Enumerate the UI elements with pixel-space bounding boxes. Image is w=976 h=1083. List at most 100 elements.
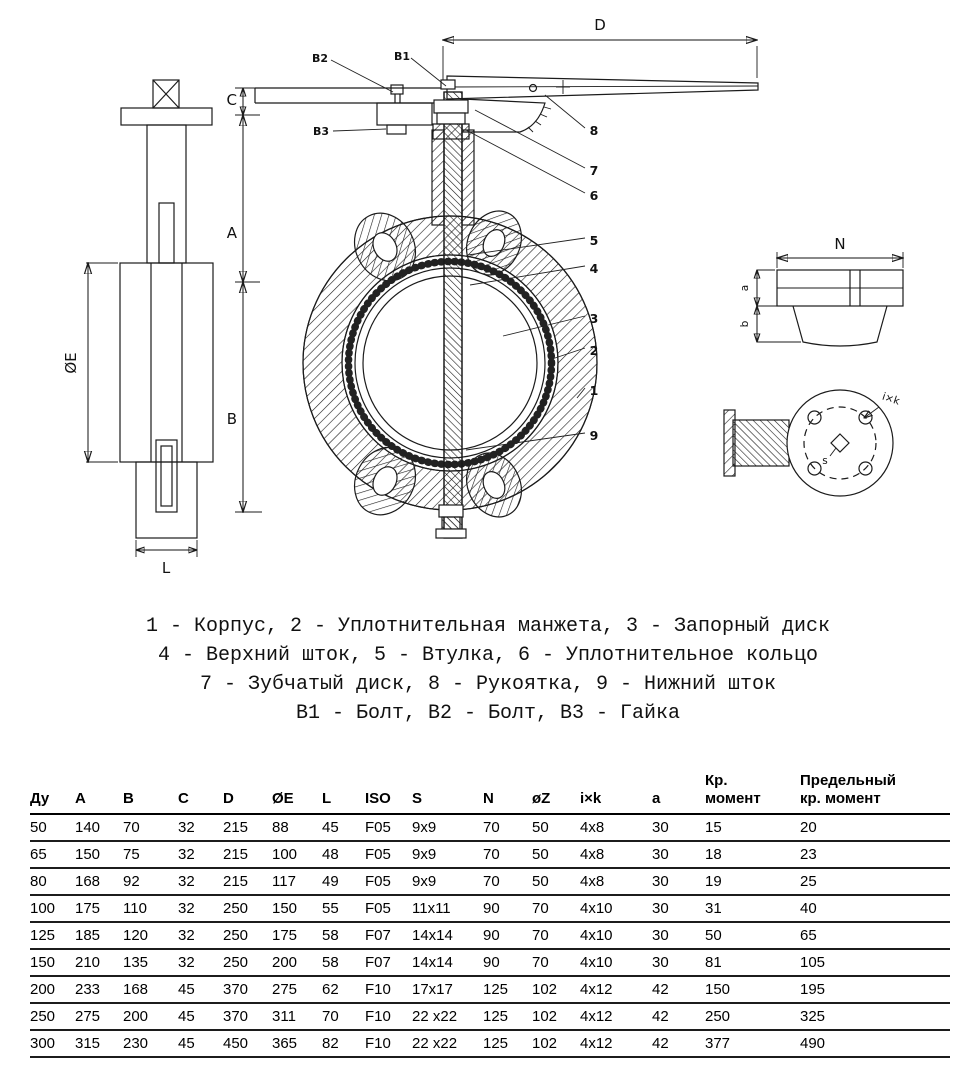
callout-4: 4 xyxy=(590,261,599,276)
table-cell: 30 xyxy=(652,867,705,896)
stem-and-disc xyxy=(432,91,470,539)
table-cell: 275 xyxy=(75,1002,123,1031)
small-flange xyxy=(376,102,433,126)
table-cell: 200 xyxy=(123,1002,178,1031)
table-cell: 58 xyxy=(322,921,365,950)
table-cell: 150 xyxy=(30,948,75,977)
dim-label-C: C xyxy=(227,91,237,109)
table-cell: 370 xyxy=(223,1002,272,1031)
parts-legend: 1 - Корпус, 2 - Уплотнительная манжета, … xyxy=(0,612,976,728)
table-cell: 22 x22 xyxy=(412,1029,483,1058)
table-cell: F07 xyxy=(365,921,412,950)
table-cell: 75 xyxy=(123,840,178,869)
table-cell: 365 xyxy=(272,1029,322,1058)
valve-body-side xyxy=(119,262,214,463)
table-cell: 42 xyxy=(652,1002,705,1031)
table-cell: 4x8 xyxy=(580,867,652,896)
table-cell: 168 xyxy=(75,867,123,896)
legend-line-4: В1 - Болт, В2 - Болт, В3 - Гайка xyxy=(295,702,681,725)
table-cell: 175 xyxy=(272,921,322,950)
table-cell: 150 xyxy=(75,840,123,869)
main-section-view: D B2 B1 B3 8 7 6 5 4 3 2 xyxy=(254,16,759,539)
dim-label-N: N xyxy=(834,235,845,253)
table-cell: 200 xyxy=(30,975,75,1004)
table-cell: 230 xyxy=(123,1029,178,1058)
column-header-9: S xyxy=(412,770,483,815)
table-cell: 100 xyxy=(272,840,322,869)
table-cell: 45 xyxy=(178,975,223,1004)
table-cell: 100 xyxy=(30,894,75,923)
column-header-5: D xyxy=(223,770,272,815)
table-cell: 62 xyxy=(322,975,365,1004)
table-cell: 32 xyxy=(178,867,223,896)
table-cell: 105 xyxy=(800,948,950,977)
table-cell: 48 xyxy=(322,840,365,869)
table-cell: 19 xyxy=(705,867,800,896)
table-cell: 30 xyxy=(652,894,705,923)
table-cell: 90 xyxy=(483,921,532,950)
table-cell: 9x9 xyxy=(412,867,483,896)
table-cell: 102 xyxy=(532,975,580,1004)
table-cell: 215 xyxy=(223,840,272,869)
column-header-8: ISO xyxy=(365,770,412,815)
table-cell: 23 xyxy=(800,840,950,869)
table-cell: 9x9 xyxy=(412,813,483,842)
table-cell: 135 xyxy=(123,948,178,977)
callout-B2: B2 xyxy=(312,52,328,65)
table-cell: 45 xyxy=(178,1029,223,1058)
table-cell: F05 xyxy=(365,867,412,896)
table-cell: 65 xyxy=(800,921,950,950)
table-cell: 233 xyxy=(75,975,123,1004)
table-cell: 50 xyxy=(532,813,580,842)
table-cell: 325 xyxy=(800,1002,950,1031)
table-cell: 300 xyxy=(30,1029,75,1058)
table-cell: F05 xyxy=(365,813,412,842)
table-cell: F05 xyxy=(365,840,412,869)
table-cell: 42 xyxy=(652,975,705,1004)
table-cell: 125 xyxy=(483,1029,532,1058)
callout-2: 2 xyxy=(590,343,599,358)
table-cell: 4x8 xyxy=(580,813,652,842)
table-cell: 215 xyxy=(223,813,272,842)
table-cell: 15 xyxy=(705,813,800,842)
table-cell: F10 xyxy=(365,1002,412,1031)
callout-B1: B1 xyxy=(394,50,410,63)
nut-b3 xyxy=(386,124,407,135)
table-cell: 70 xyxy=(483,813,532,842)
table-cell: 125 xyxy=(30,921,75,950)
table-cell: 120 xyxy=(123,921,178,950)
table-cell: 65 xyxy=(30,840,75,869)
table-cell: 200 xyxy=(272,948,322,977)
table-cell: 45 xyxy=(178,1002,223,1031)
table-cell: 80 xyxy=(30,867,75,896)
table-cell: 370 xyxy=(223,975,272,1004)
top-view-body xyxy=(792,305,888,347)
callout-5: 5 xyxy=(590,233,599,248)
table-cell: 55 xyxy=(322,894,365,923)
table-cell: 32 xyxy=(178,948,223,977)
table-cell: 70 xyxy=(483,867,532,896)
legend-line-3: 7 - Зубчатый диск, 8 - Рукоятка, 9 - Ниж… xyxy=(199,673,777,696)
table-cell: 4x12 xyxy=(580,1002,652,1031)
table-cell: 92 xyxy=(123,867,178,896)
table-cell: 102 xyxy=(532,1029,580,1058)
column-header-15: Предельный кр. момент xyxy=(800,770,950,815)
table-cell: 45 xyxy=(322,813,365,842)
callout-3: 3 xyxy=(590,311,599,326)
table-cell: 14x14 xyxy=(412,948,483,977)
table-cell: 315 xyxy=(75,1029,123,1058)
table-cell: 17x17 xyxy=(412,975,483,1004)
table-cell: 210 xyxy=(75,948,123,977)
table-cell: 195 xyxy=(800,975,950,1004)
column-header-3: B xyxy=(123,770,178,815)
dim-label-D: D xyxy=(594,16,606,34)
table-cell: 185 xyxy=(75,921,123,950)
dim-label-B: B xyxy=(227,410,237,428)
table-cell: 377 xyxy=(705,1029,800,1058)
callout-leaders xyxy=(330,57,586,451)
column-header-12: i×k xyxy=(580,770,652,815)
